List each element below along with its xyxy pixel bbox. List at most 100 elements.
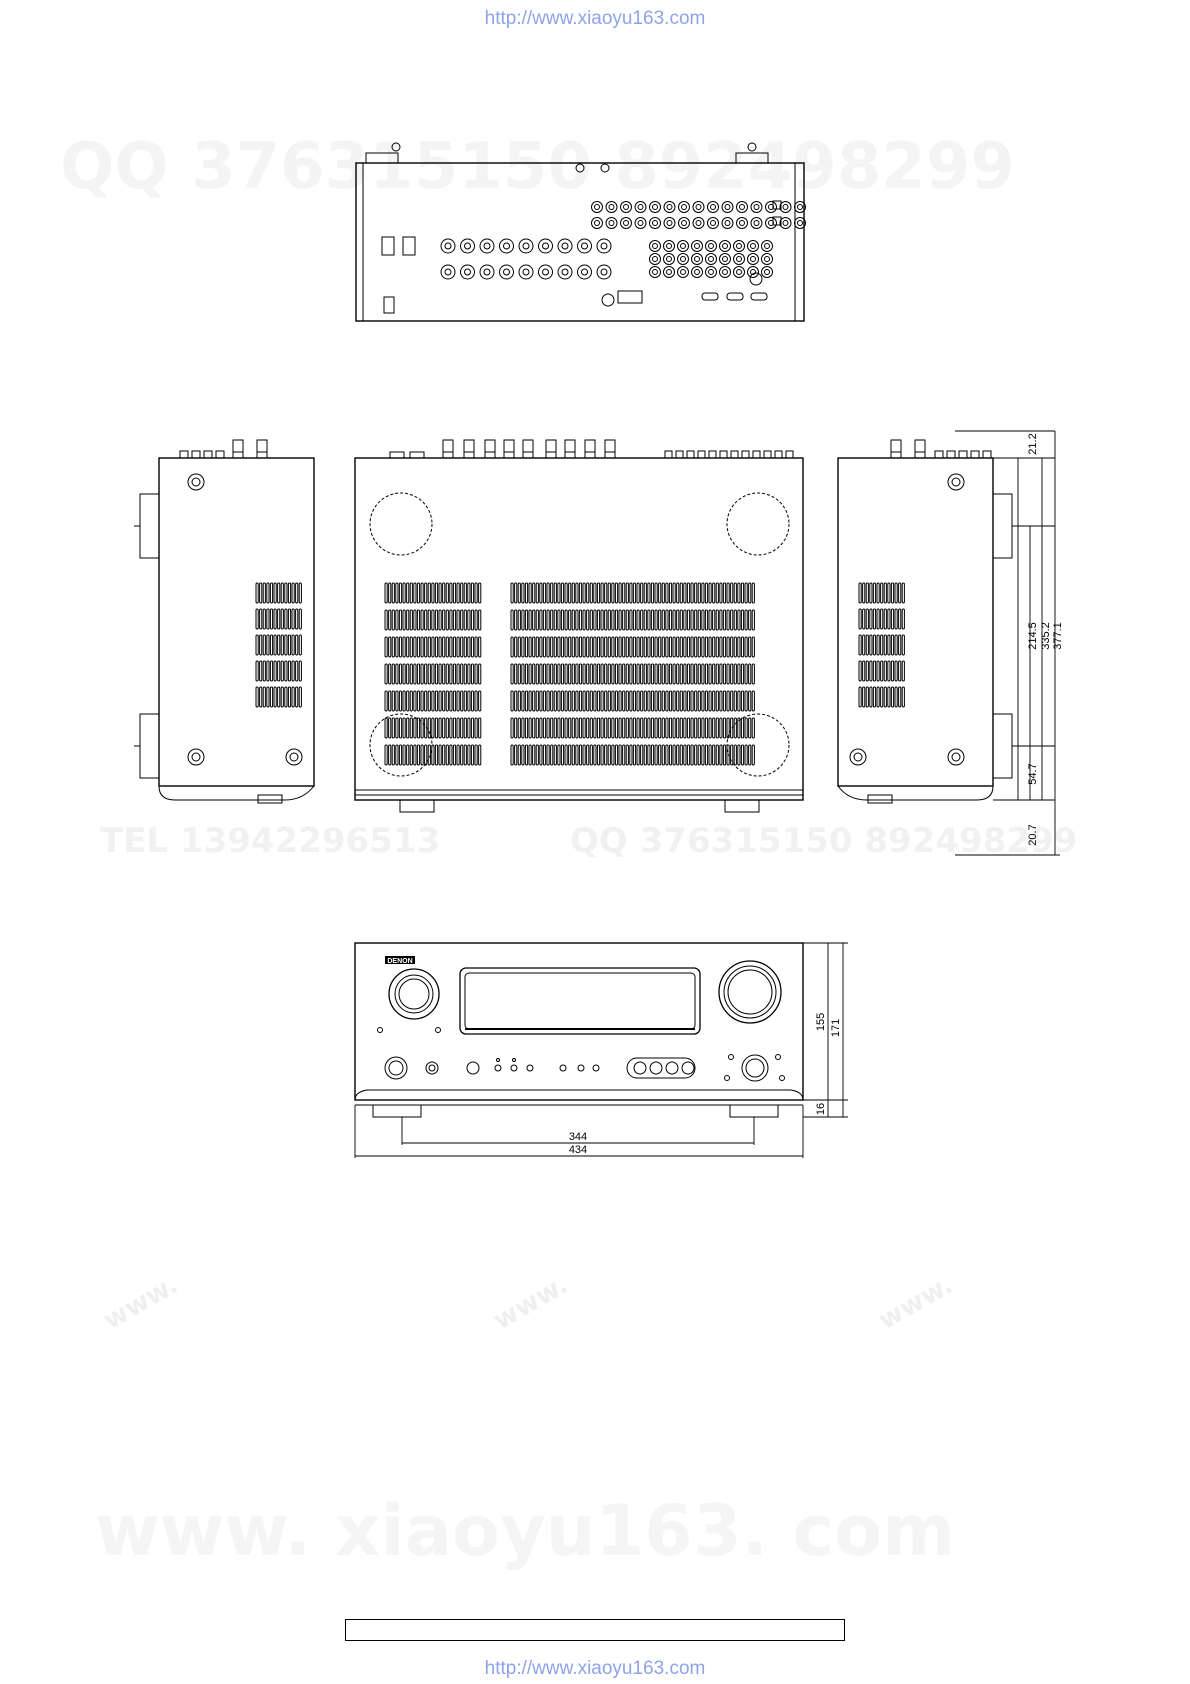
rca-jack-inner — [737, 244, 742, 249]
vent-slot — [464, 718, 466, 738]
vent-slot — [752, 745, 754, 765]
rca-jack — [706, 267, 717, 278]
vent-slot — [529, 691, 531, 711]
vent-slot — [299, 661, 301, 681]
rca-jack — [720, 254, 731, 265]
vent-slot — [723, 691, 725, 711]
vent-slot — [870, 609, 872, 629]
speaker-terminal-inner — [582, 269, 588, 275]
vent-slot — [464, 745, 466, 765]
vent-slot — [633, 610, 635, 630]
vent-slot — [666, 745, 668, 765]
rca-jack-inner — [740, 205, 745, 210]
vent-slot — [443, 691, 445, 711]
front-panel-outline — [355, 943, 803, 1100]
vent-slot — [630, 745, 632, 765]
vent-slot — [734, 664, 736, 684]
rca-jack — [751, 202, 762, 213]
vent-slot — [543, 637, 545, 657]
vent-slot — [687, 745, 689, 765]
vent-slot — [583, 745, 585, 765]
vent-slot — [608, 718, 610, 738]
vent-slot — [888, 635, 890, 655]
vent-slot — [471, 583, 473, 603]
vent-slot — [471, 610, 473, 630]
vent-slot — [655, 718, 657, 738]
vent-slot — [522, 691, 524, 711]
vent-slot — [601, 664, 603, 684]
footer-url[interactable]: http://www.xiaoyu163.com — [0, 1658, 1190, 1680]
vent-slot — [633, 745, 635, 765]
vent-slot — [579, 610, 581, 630]
vent-slot — [902, 687, 904, 707]
vent-slot — [551, 718, 553, 738]
vent-slot — [895, 687, 897, 707]
vent-slot — [884, 687, 886, 707]
vent-slot — [551, 691, 553, 711]
vent-slot — [554, 664, 556, 684]
vent-slot — [709, 691, 711, 711]
vent-slot — [551, 610, 553, 630]
rca-jack — [679, 218, 690, 229]
speaker-terminal-inner — [601, 243, 607, 249]
vent-slot — [260, 609, 262, 629]
vent-slot — [543, 664, 545, 684]
dim-total-height: 171 — [830, 1019, 842, 1037]
vent-slot — [673, 691, 675, 711]
vent-slot — [439, 637, 441, 657]
vent-slot — [421, 637, 423, 657]
vent-slot — [695, 583, 697, 603]
vent-slot — [281, 609, 283, 629]
vent-slot — [619, 691, 621, 711]
vent-slot — [738, 745, 740, 765]
vent-slot — [590, 691, 592, 711]
speaker-terminal — [480, 265, 494, 279]
vent-slot — [565, 745, 567, 765]
vent-slot — [684, 610, 686, 630]
vent-slot — [558, 583, 560, 603]
binding-post — [915, 440, 925, 458]
foot-position-rear-right — [727, 493, 789, 555]
vent-slot — [594, 637, 596, 657]
vent-slot — [267, 609, 269, 629]
vent-slot — [453, 718, 455, 738]
vent-slot — [389, 637, 391, 657]
vent-slot — [274, 583, 276, 603]
vent-slot — [547, 637, 549, 657]
vent-slot — [590, 610, 592, 630]
left-side-view — [134, 440, 314, 803]
vent-slot — [428, 637, 430, 657]
vent-slot — [720, 664, 722, 684]
vent-slot — [666, 583, 668, 603]
vent-slot — [626, 583, 628, 603]
dim-rear-foot-offset: 54.7 — [1027, 763, 1039, 784]
vent-slot — [457, 637, 459, 657]
vent-slot — [425, 718, 427, 738]
vent-slot — [731, 637, 733, 657]
vent-slot — [428, 718, 430, 738]
vent-slot — [723, 718, 725, 738]
vent-slot — [464, 691, 466, 711]
vent-slot — [608, 664, 610, 684]
dim-total-width: 434 — [569, 1144, 587, 1156]
vent-slot — [385, 637, 387, 657]
vent-slot — [741, 691, 743, 711]
speaker-terminal — [461, 265, 475, 279]
connector-block — [709, 451, 716, 458]
vent-slot — [637, 691, 639, 711]
speaker-terminal — [558, 239, 572, 253]
vent-slot — [662, 664, 664, 684]
rca-jack-inner — [653, 244, 658, 249]
vent-slot — [702, 610, 704, 630]
vent-slot — [888, 661, 890, 681]
vent-slot — [288, 583, 290, 603]
rca-jack — [621, 202, 632, 213]
vent-slot — [873, 635, 875, 655]
vent-slot — [895, 635, 897, 655]
vent-slot — [720, 583, 722, 603]
vent-slot — [648, 718, 650, 738]
vent-slot — [734, 610, 736, 630]
vent-slot — [533, 664, 535, 684]
vent-slot — [741, 583, 743, 603]
vent-slot — [716, 691, 718, 711]
